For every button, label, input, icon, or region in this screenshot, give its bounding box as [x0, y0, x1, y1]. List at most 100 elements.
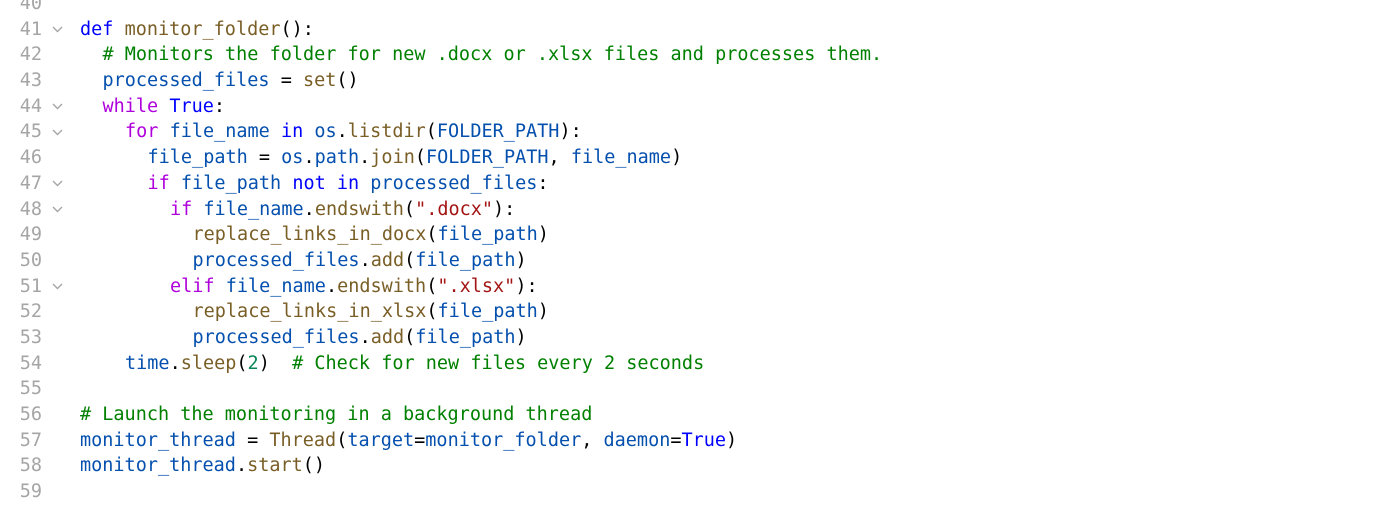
code-token: ) [537, 224, 549, 246]
code-token [359, 173, 370, 194]
code-text: processed_files = set() [103, 68, 359, 94]
code-text: processed_files.add(file_path) [193, 248, 527, 274]
fold-chevron-icon[interactable] [50, 197, 64, 223]
code-token: # Check for new files every 2 seconds [292, 352, 705, 374]
code-text: replace_links_in_xlsx(file_path) [193, 299, 549, 325]
code-token: not [292, 172, 326, 194]
code-token: monitor_folder [425, 429, 582, 451]
line-number: 56 [19, 404, 42, 425]
code-token: = [269, 70, 303, 92]
code-token: True [681, 429, 727, 451]
code-token: if [170, 198, 193, 220]
code-token: = [235, 429, 270, 451]
code-token: (): [280, 18, 314, 40]
code-token: ) [671, 147, 683, 169]
code-token: ( [236, 352, 248, 374]
code-text: for file_name in os.listdir(FOLDER_PATH)… [125, 119, 582, 145]
code-line[interactable]: 40 [0, 0, 1377, 17]
code-line[interactable]: 42# Monitors the folder for new .docx or… [0, 42, 1377, 68]
code-token: in [336, 172, 360, 194]
code-token [192, 199, 203, 220]
code-token: monitor_thread [80, 455, 236, 477]
code-token: if [147, 172, 170, 194]
code-text: # Monitors the folder for new .docx or .… [103, 42, 883, 68]
code-token: join [370, 147, 415, 169]
code-text: time.sleep(2) # Check for new files ever… [125, 351, 704, 377]
code-token: , [581, 429, 604, 451]
code-token: ) [515, 249, 527, 271]
code-line[interactable]: 54 time.sleep(2) # Check for new files ev… [0, 351, 1377, 377]
code-token: Thread [269, 429, 337, 451]
code-token: ( [404, 326, 416, 348]
code-token [170, 173, 181, 194]
code-token: ): [515, 275, 538, 297]
code-token: file_name [203, 198, 304, 220]
code-token: file_path [437, 301, 538, 323]
code-token: add [370, 326, 405, 348]
code-token: : [537, 172, 549, 194]
line-number: 44 [19, 95, 42, 117]
code-token: processed_files [370, 172, 538, 194]
line-number: 41 [19, 18, 42, 40]
code-token: ( [426, 224, 438, 246]
code-token: file_path [180, 172, 282, 194]
code-token [326, 173, 337, 194]
line-number: 57 [19, 429, 42, 451]
code-token: FOLDER_PATH [436, 121, 560, 143]
fold-chevron-icon[interactable] [50, 171, 64, 197]
code-line[interactable]: 45 for file_name in os.listdir(FOLDER_PAT… [0, 119, 1377, 145]
code-token: ) [726, 429, 738, 451]
code-token: set [303, 70, 337, 92]
code-text: processed_files.add(file_path) [193, 325, 527, 351]
code-line[interactable]: 50 processed_files.add(file_path) [0, 248, 1377, 274]
code-line[interactable]: 57 monitor_thread = Thread(target=monitor… [0, 428, 1377, 454]
code-token: monitor_thread [80, 429, 236, 451]
code-token: ( [414, 147, 426, 169]
code-text: if file_path not in processed_files: [148, 171, 549, 197]
code-token: ".docx" [415, 198, 494, 220]
code-token: True [169, 95, 214, 117]
code-token [158, 96, 169, 117]
code-token [303, 121, 314, 142]
code-token: () [302, 455, 326, 477]
code-token: . [359, 249, 371, 271]
line-number: 54 [19, 352, 42, 374]
code-line[interactable]: 55 [0, 376, 1377, 402]
fold-chevron-icon[interactable] [50, 17, 64, 43]
fold-chevron-icon[interactable] [50, 119, 64, 145]
code-token [158, 121, 169, 142]
code-token: ( [426, 275, 438, 297]
code-token: = [247, 147, 282, 169]
code-line[interactable]: 59 [0, 479, 1377, 505]
code-token: endswith [314, 198, 404, 220]
line-number: 55 [19, 378, 42, 400]
code-token: file_path [147, 147, 248, 169]
line-number: 50 [19, 249, 42, 271]
code-token: ) [258, 352, 293, 374]
code-token: ): [559, 121, 582, 143]
code-token: add [370, 249, 405, 271]
line-number: 46 [19, 147, 42, 169]
code-token: ( [404, 249, 416, 271]
code-token: sleep [180, 352, 237, 374]
code-token: . [325, 275, 338, 297]
fold-chevron-icon[interactable] [50, 94, 64, 120]
fold-chevron-icon[interactable] [50, 274, 64, 300]
code-line[interactable]: 56# Launch the monitoring in a backgroun… [0, 402, 1377, 428]
line-number: 48 [19, 198, 42, 220]
code-text: monitor_thread = Thread(target=monitor_f… [80, 428, 737, 454]
line-number: 45 [19, 121, 42, 143]
code-token: in [280, 121, 304, 143]
